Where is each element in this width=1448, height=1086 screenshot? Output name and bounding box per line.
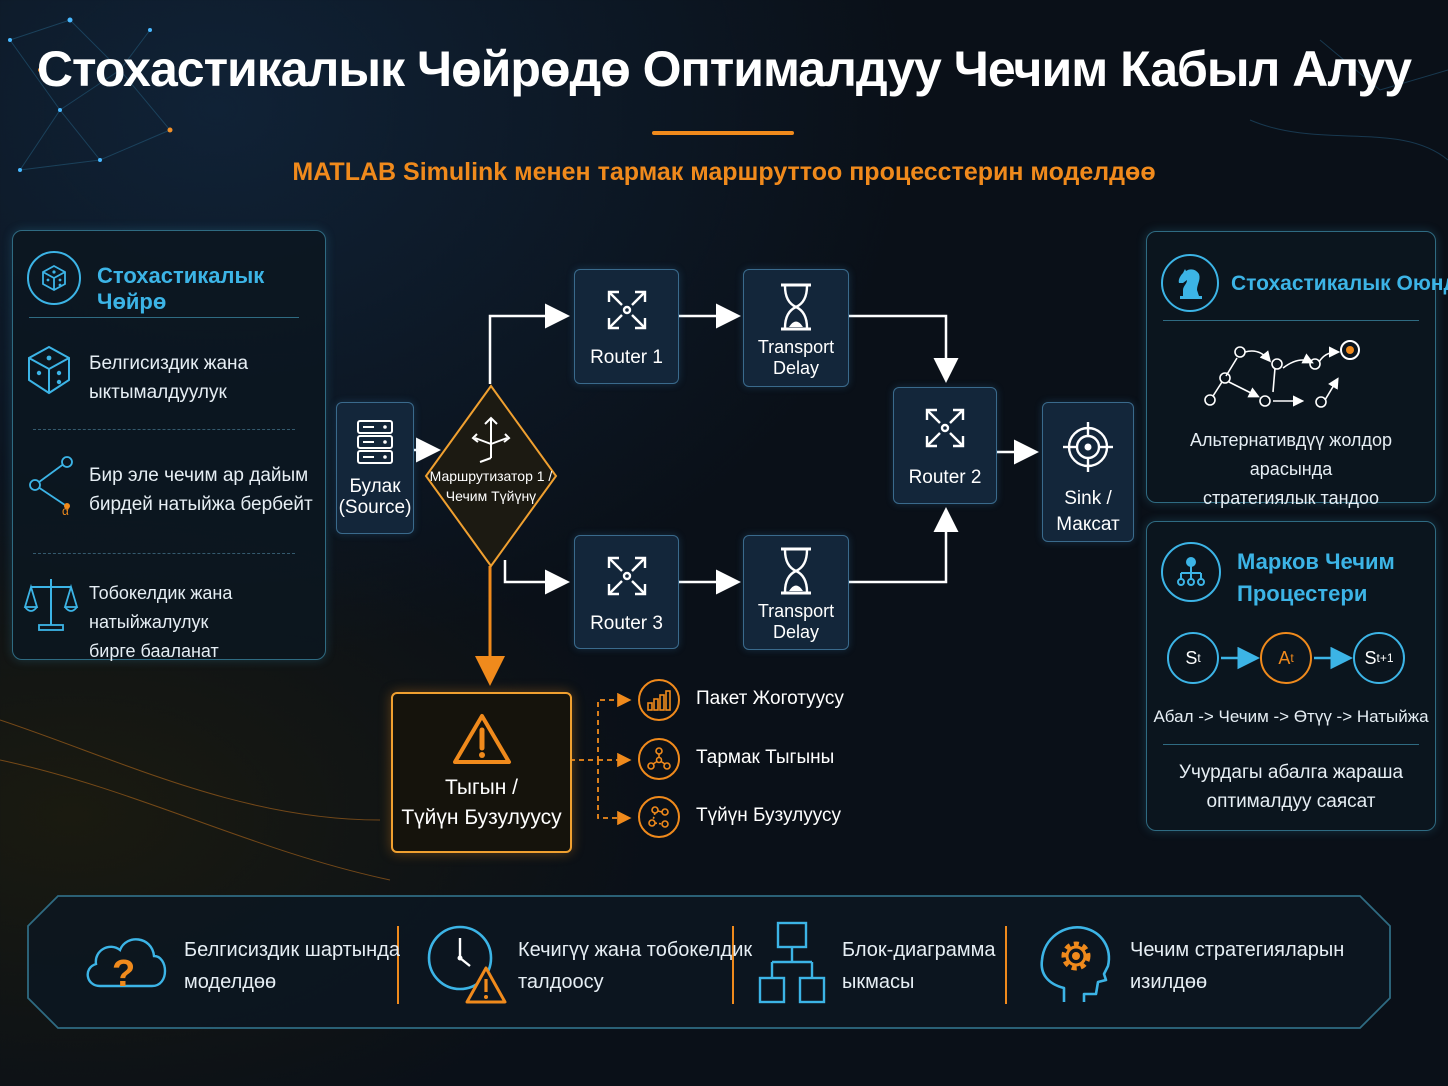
- sink-block[interactable]: Sink / Максат: [1042, 402, 1134, 542]
- expand-arrows-icon: [607, 290, 646, 330]
- bottom-item-3-text: Блок-диаграмма ыкмасы: [842, 939, 996, 993]
- router-3-label: Router 3: [590, 613, 663, 634]
- transport-delay-top-block[interactable]: Transport Delay: [743, 269, 849, 387]
- hourglass-icon: [781, 547, 811, 595]
- fault-label-1: Тыгын /: [444, 776, 519, 799]
- broken-network-icon: [638, 796, 680, 838]
- source-block[interactable]: Булак (Source): [336, 402, 414, 534]
- bottom-item-4-text: Чечим стратегияларын изилдөө: [1130, 939, 1345, 993]
- page-title: Стохастикалык Чөйрөдө Оптималдуу Чечим К…: [36, 41, 1412, 97]
- dice-icon: [28, 345, 70, 395]
- chess-knight-icon: [1161, 254, 1219, 312]
- network-icon: [638, 738, 680, 780]
- left-panel-title: Стохастикалык Чөйрө: [97, 263, 265, 314]
- router-3-block[interactable]: Router 3: [574, 535, 679, 649]
- transport-delay-bottom-block[interactable]: Transport Delay: [743, 535, 849, 650]
- markov-panel-title: Марков Чечим Процестери: [1237, 549, 1395, 606]
- markov-panel-text: Учурдагы абалга жараша оптималдуу саясат: [1178, 762, 1404, 812]
- source-label-1: Булак: [349, 476, 401, 497]
- decision-diamond[interactable]: [424, 384, 558, 568]
- delay-bottom-label-1: Transport: [757, 601, 835, 621]
- block-diagram-icon: [758, 921, 826, 1004]
- target-icon: [1063, 422, 1113, 472]
- bottom-item-1-text: Белгисиздик шартында моделдөө: [184, 939, 400, 993]
- fork-arrows-icon: [471, 416, 511, 463]
- page-subtitle: MATLAB Simulink менен тармак маршруттоо …: [292, 158, 1156, 186]
- cloud-question-icon: ?: [86, 938, 167, 995]
- router-2-block[interactable]: Router 2: [893, 387, 997, 504]
- source-label-2: (Source): [338, 497, 412, 518]
- delay-top-label-2: Delay: [772, 358, 820, 378]
- dice-icon: [27, 251, 81, 305]
- markov-sequence: Абал -> Чечим -> Өтүү -> Натыйжа: [1153, 707, 1429, 726]
- delay-top-label-1: Transport: [757, 337, 835, 357]
- markov-panel-rule: [1163, 744, 1419, 745]
- network-congestion-label: Тармак Тыгыны: [696, 747, 835, 768]
- node-failure-label: Түйүн Бузулуусу: [696, 805, 841, 826]
- left-item-2-text: Бир эле чечим ар дайым бирдей натыйжа бе…: [89, 465, 313, 515]
- scales-icon: [23, 579, 79, 631]
- hierarchy-icon: [1161, 542, 1221, 602]
- left-divider-1: [33, 429, 295, 430]
- title-underline: [652, 131, 794, 135]
- packet-loss-label: Пакет Жоготуусу: [696, 688, 844, 709]
- router-1-label: Router 1: [590, 347, 663, 368]
- head-gear-icon: [1040, 926, 1111, 1002]
- sink-label-1: Sink /: [1064, 488, 1112, 509]
- sink-label-2: Максат: [1056, 514, 1120, 535]
- games-panel-text: Альтернативдүү жолдор арасында стратегия…: [1190, 430, 1392, 508]
- markov-arrows: [1221, 646, 1353, 670]
- svg-text:?: ?: [112, 953, 135, 995]
- fault-block[interactable]: Тыгын / Түйүн Бузулуусу: [391, 692, 572, 853]
- clock-warning-icon: [427, 925, 507, 1004]
- stochastic-games-panel: Стохастикалык Оюндар Альтернативдүү жолд…: [1146, 231, 1448, 508]
- fault-label-2: Түйүн Бузулуусу: [401, 806, 562, 829]
- branch-icon: α: [29, 456, 73, 518]
- expand-arrows-icon: [607, 556, 646, 596]
- strategy-path-icon: [1204, 340, 1360, 408]
- server-icon: [357, 420, 393, 464]
- delay-bottom-label-2: Delay: [772, 622, 820, 642]
- warning-icon: [452, 714, 511, 764]
- bar-chart-icon: [638, 679, 680, 721]
- left-item-1-text: Белгисиздик жана ыктымалдуулук: [89, 353, 249, 403]
- left-divider-2: [33, 553, 295, 554]
- svg-text:α: α: [62, 504, 69, 518]
- left-panel-rule: [29, 317, 299, 318]
- hourglass-icon: [781, 283, 811, 331]
- bottom-item-2-text: Кечигүү жана тобокелдик талдоосу: [518, 939, 753, 993]
- router-1-block[interactable]: Router 1: [574, 269, 679, 384]
- left-item-3-text: Тобокелдик жана натыйжалулук бирге баала…: [89, 583, 233, 661]
- games-panel-title: Стохастикалык Оюндар: [1231, 272, 1448, 295]
- games-panel-rule: [1163, 320, 1419, 321]
- stochastic-environment-panel: Стохастикалык Чөйрө Белгисиздик жана ыкт…: [12, 230, 326, 661]
- router-2-label: Router 2: [908, 467, 982, 488]
- expand-arrows-icon: [925, 408, 965, 448]
- decision-label: Маршрутизатор 1 / Чечим Түйүнү: [429, 468, 553, 504]
